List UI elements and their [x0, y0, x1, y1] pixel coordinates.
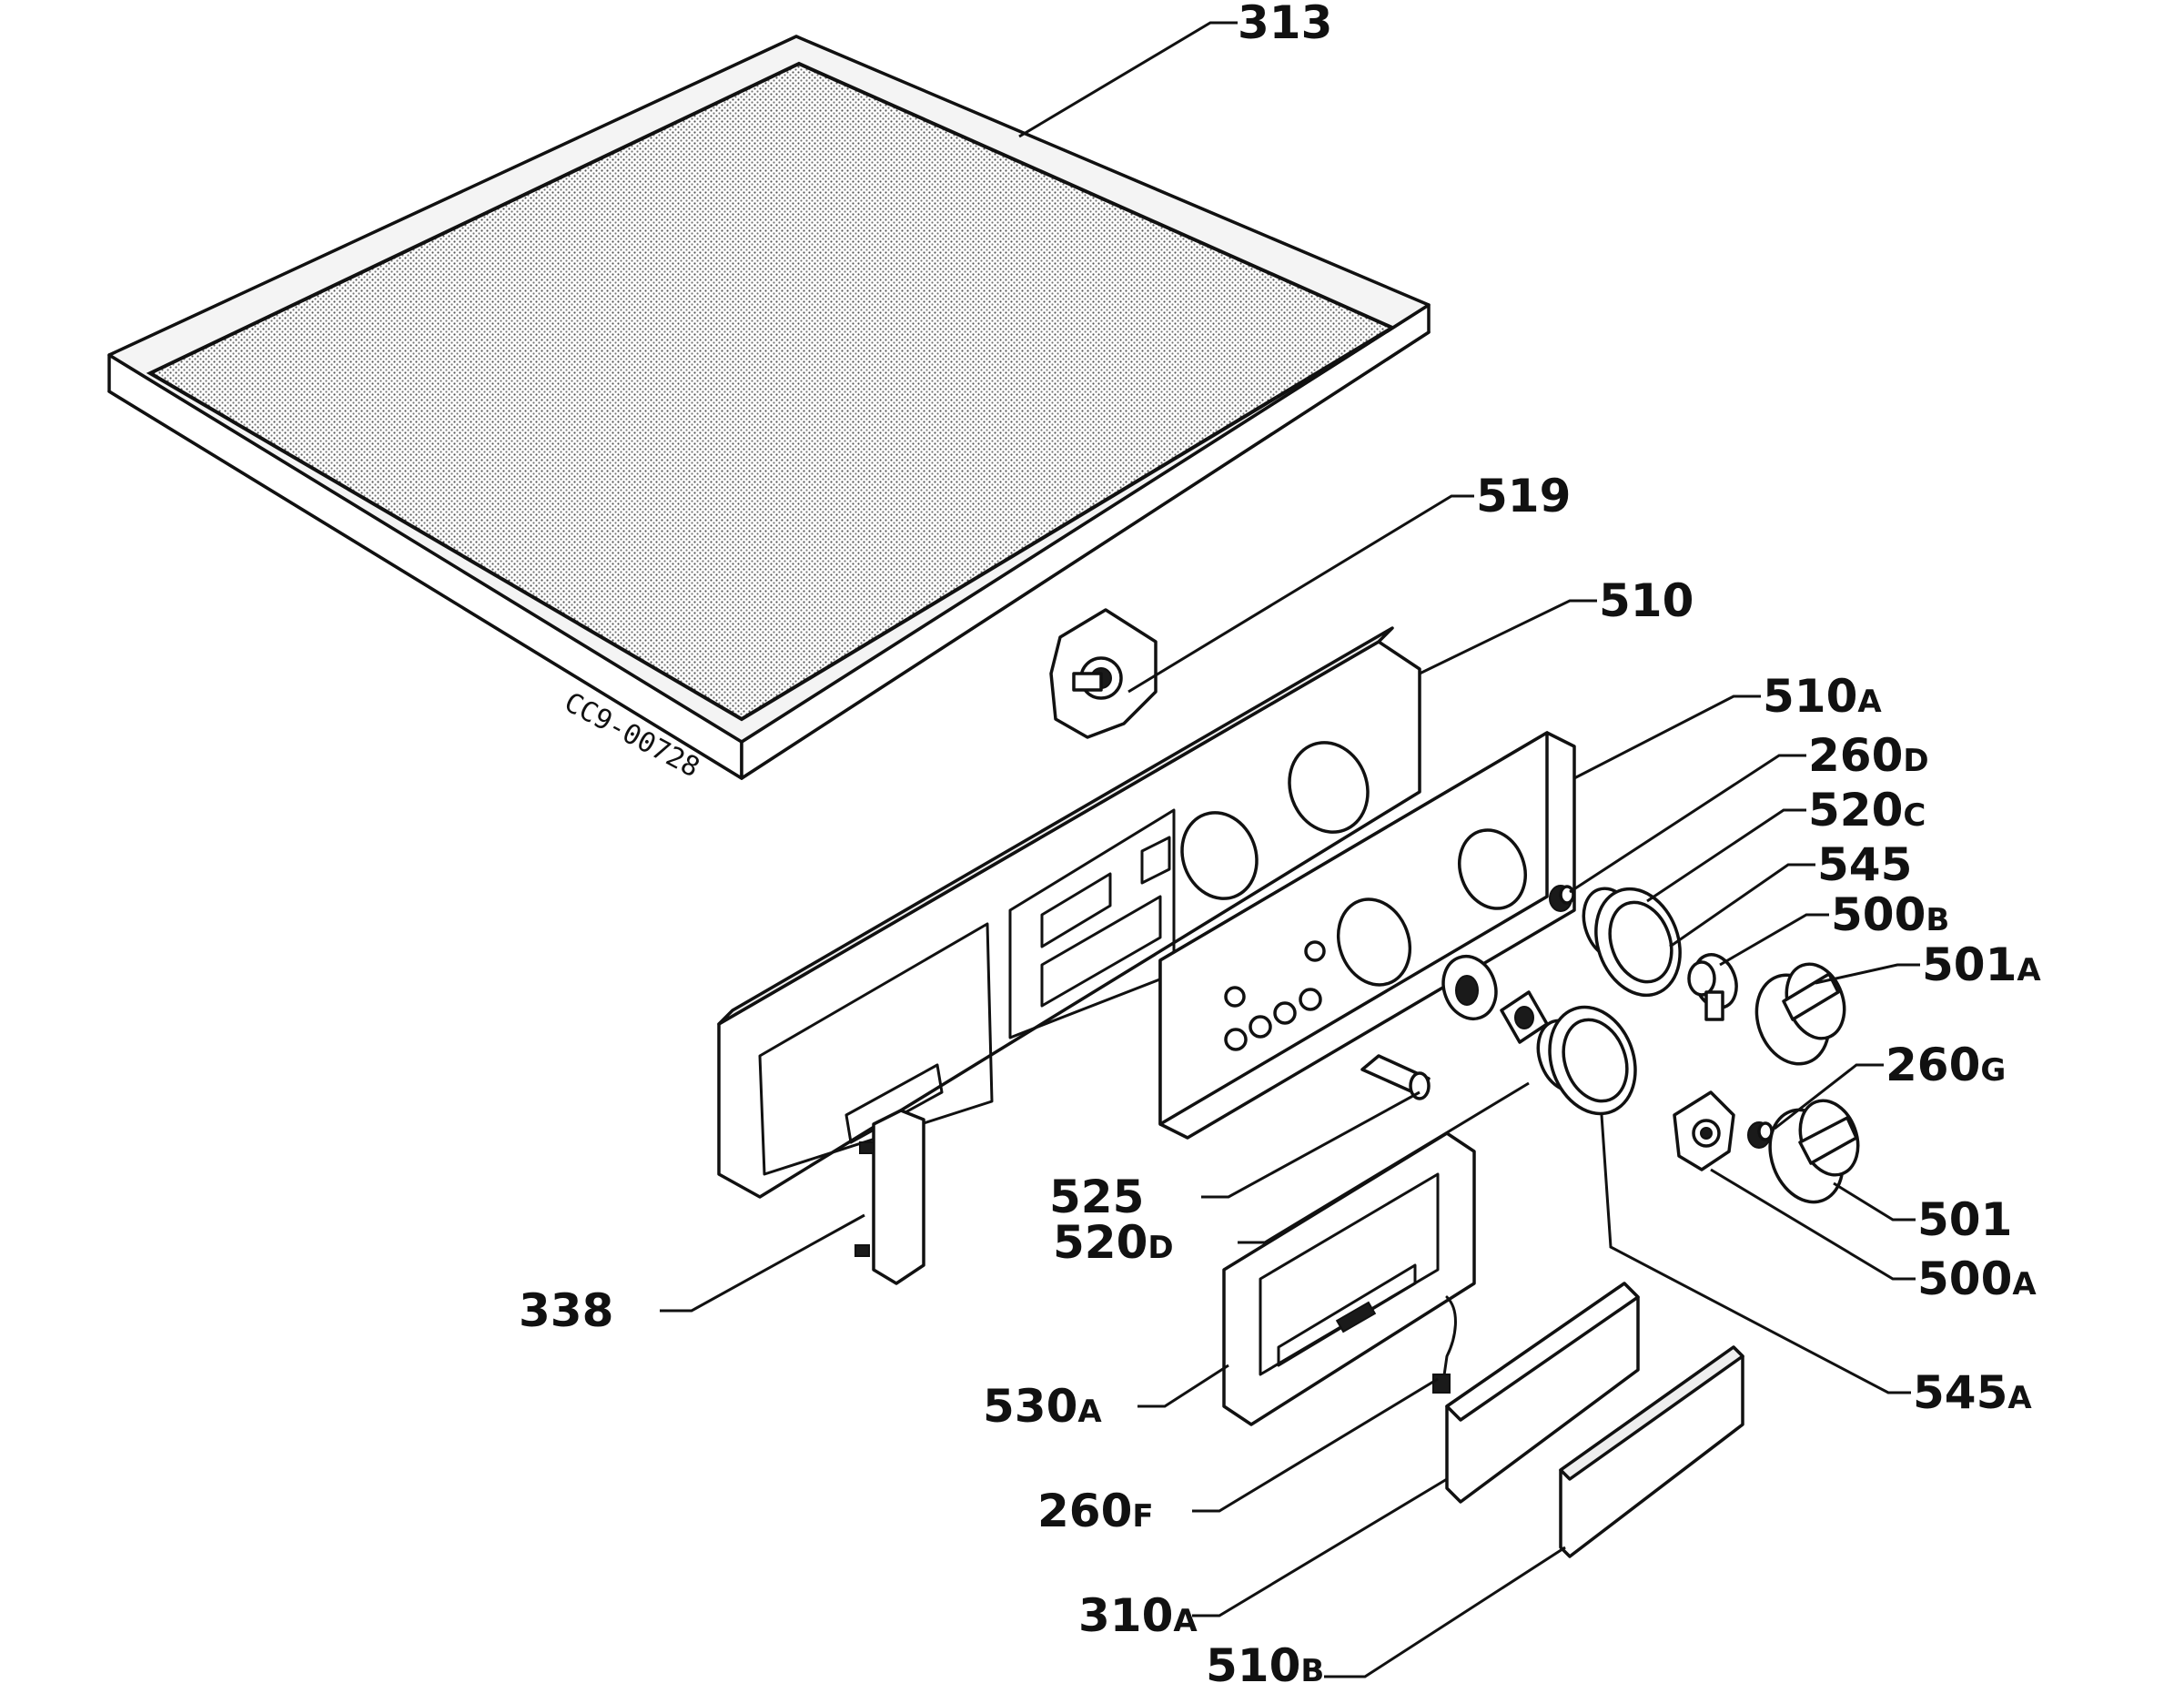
- callout-530A: 530A: [983, 1380, 1102, 1433]
- cover-plate-part-510B: [1559, 1345, 1744, 1558]
- callout-510A: 510A: [1763, 670, 1882, 723]
- callout-520D: 520D: [1053, 1216, 1174, 1269]
- callout-520C: 520C: [1808, 784, 1926, 836]
- adaptor-part-500B: [1687, 953, 1738, 1021]
- callout-545A: 545A: [1913, 1366, 2032, 1419]
- adaptor-part-500A: [1673, 1090, 1735, 1171]
- callout-310A: 310A: [1078, 1589, 1198, 1642]
- callout-260D: 260D: [1808, 729, 1929, 782]
- spring-part-260G: [1747, 1121, 1774, 1149]
- callout-501A: 501A: [1922, 938, 2041, 991]
- callout-260F: 260F: [1037, 1485, 1154, 1537]
- callout-313: 313: [1238, 0, 1332, 49]
- hinge-part-338: [854, 1109, 925, 1285]
- flap-part-310A: [1445, 1282, 1640, 1504]
- callout-500B: 500B: [1831, 888, 1949, 941]
- knob-part-501: [1768, 1099, 1860, 1204]
- callout-510B: 510B: [1206, 1639, 1324, 1683]
- leader-lines: [660, 21, 1920, 1678]
- clip-part-519: [1049, 608, 1158, 739]
- bezel-part-545A: [1536, 1005, 1637, 1116]
- fascia-panel-part-510A: [1158, 731, 1576, 1140]
- callout-519: 519: [1476, 470, 1571, 522]
- worktop-part-313: CC9-00728: [107, 35, 1431, 784]
- callout-260G: 260G: [1886, 1039, 2006, 1091]
- callout-501: 501: [1917, 1193, 2012, 1246]
- callout-500A: 500A: [1917, 1252, 2037, 1305]
- indicator-holder-part: [1441, 954, 1549, 1044]
- callout-545: 545: [1817, 838, 1912, 891]
- callout-510: 510: [1599, 574, 1694, 627]
- knob-part-501A: [1754, 962, 1846, 1066]
- callout-labels: 313 519 510 510A 260D 520C 545 500B 501A…: [519, 0, 2041, 1683]
- bezel-part-520C: [1582, 887, 1682, 998]
- handle-frame-part-530A: [1222, 1131, 1476, 1426]
- callout-338: 338: [519, 1284, 613, 1337]
- pin-part-525: [1360, 1054, 1431, 1100]
- callout-525: 525: [1049, 1171, 1144, 1223]
